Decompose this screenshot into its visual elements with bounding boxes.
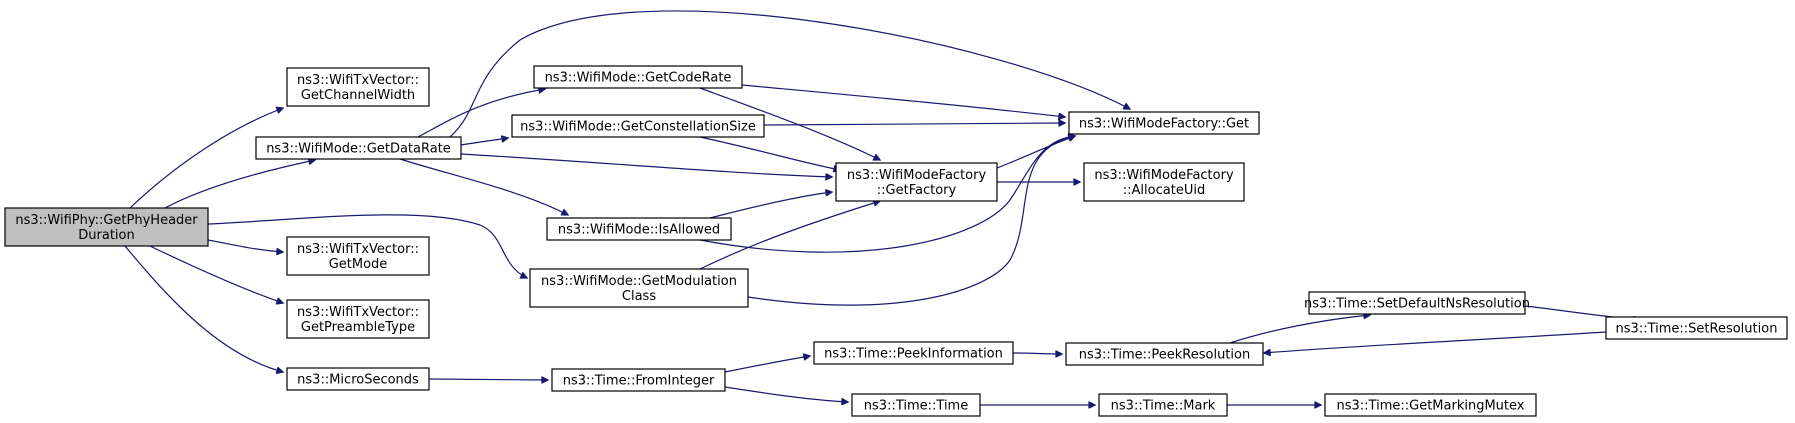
node-label: ::AllocateUid	[1123, 183, 1205, 198]
nodes-layer: ns3::WifiPhy::GetPhyHeaderDurationns3::W…	[4, 65, 1788, 417]
node-label: ns3::Time::PeekResolution	[1079, 348, 1250, 363]
node-box	[813, 341, 1014, 365]
node-box	[1324, 393, 1537, 417]
node-box	[4, 207, 209, 247]
node-getDataRate[interactable]: ns3::WifiMode::GetDataRate	[255, 136, 462, 160]
node-label: ns3::WifiModeFactory	[847, 168, 987, 183]
edge-getCodeRate-to-getFactory	[699, 87, 880, 160]
node-label: ns3::WifiPhy::GetPhyHeader	[15, 213, 198, 228]
edge-getCodeRate-to-factoryGet	[741, 84, 1065, 117]
node-label: GetPreambleType	[301, 320, 415, 335]
edge-getDataRate-to-isAllowed	[399, 158, 568, 215]
node-box	[533, 65, 743, 89]
node-label: ns3::WifiMode::GetCodeRate	[545, 71, 732, 86]
node-box	[511, 114, 765, 138]
edge-getModClass-to-getFactory	[699, 201, 880, 270]
node-box	[1098, 393, 1228, 417]
node-label: Duration	[78, 228, 134, 243]
node-label: ns3::WifiModeFactory::Get	[1079, 117, 1249, 132]
node-label: ns3::Time::SetResolution	[1616, 322, 1778, 337]
edge-microSeconds-to-fromInteger	[428, 379, 548, 380]
node-box	[255, 136, 462, 160]
node-label: ::GetFactory	[877, 183, 957, 198]
node-setDefaultNs[interactable]: ns3::Time::SetDefaultNsResolution	[1304, 291, 1530, 315]
node-label: ns3::WifiModeFactory	[1094, 168, 1234, 183]
edge-setRes-to-peekRes	[1264, 331, 1607, 353]
node-box	[286, 67, 430, 107]
node-label: ns3::WifiTxVector::	[297, 242, 419, 257]
node-setRes[interactable]: ns3::Time::SetResolution	[1605, 316, 1788, 340]
node-label: ns3::WifiTxVector::	[297, 305, 419, 320]
node-txPreamble[interactable]: ns3::WifiTxVector::GetPreambleType	[286, 299, 430, 339]
edge-peekInfo-to-peekRes	[1012, 353, 1062, 354]
node-box	[1605, 316, 1788, 340]
node-box	[1068, 111, 1260, 135]
node-box	[286, 236, 430, 276]
edge-root-to-getModClass	[207, 214, 527, 278]
node-box	[1308, 291, 1526, 315]
node-factoryGet[interactable]: ns3::WifiModeFactory::Get	[1068, 111, 1260, 135]
node-label: ns3::Time::Time	[864, 399, 968, 414]
node-label: GetMode	[329, 257, 388, 272]
node-label: ns3::MicroSeconds	[297, 373, 419, 388]
edge-isAllowed-to-getFactory	[709, 192, 832, 219]
node-txChanWidth[interactable]: ns3::WifiTxVector::GetChannelWidth	[286, 67, 430, 107]
node-box	[1083, 162, 1245, 202]
node-timeTime[interactable]: ns3::Time::Time	[851, 393, 981, 417]
edge-fromInteger-to-timeTime	[724, 386, 848, 402]
edge-fromInteger-to-peekInfo	[724, 356, 810, 373]
edge-root-to-txGetMode	[207, 239, 283, 252]
edge-root-to-txPreamble	[149, 245, 283, 303]
edge-getDataRate-to-getConstSize	[460, 138, 508, 146]
edge-getDataRate-to-getFactory	[460, 153, 832, 177]
edge-root-to-getDataRate	[164, 160, 315, 209]
node-peekRes[interactable]: ns3::Time::PeekResolution	[1065, 342, 1264, 366]
node-label: ns3::WifiMode::IsAllowed	[558, 223, 720, 238]
edge-root-to-txChanWidth	[129, 108, 283, 209]
edge-getFactory-to-factoryGet	[996, 136, 1075, 169]
node-box	[551, 368, 726, 392]
node-isAllowed[interactable]: ns3::WifiMode::IsAllowed	[546, 217, 732, 241]
node-label: ns3::WifiMode::GetDataRate	[266, 142, 451, 157]
edge-isAllowed-to-factoryGet	[699, 136, 1075, 253]
edge-root-to-microSeconds	[124, 245, 283, 372]
node-label: ns3::Time::PeekInformation	[824, 347, 1003, 362]
edges-layer	[124, 10, 1640, 405]
node-label: ns3::Time::Mark	[1111, 399, 1216, 414]
node-microSeconds[interactable]: ns3::MicroSeconds	[286, 367, 430, 391]
edge-peekRes-to-setDefaultNs	[1229, 315, 1370, 344]
node-box	[529, 268, 749, 308]
edge-getConstSize-to-getFactory	[699, 136, 840, 170]
node-label: ns3::WifiTxVector::	[297, 73, 419, 88]
node-label: ns3::Time::FromInteger	[563, 374, 715, 389]
node-box	[286, 299, 430, 339]
node-label: ns3::WifiMode::GetModulation	[541, 274, 737, 289]
node-label: ns3::WifiMode::GetConstellationSize	[520, 120, 756, 135]
node-txGetMode[interactable]: ns3::WifiTxVector::GetMode	[286, 236, 430, 276]
node-fromInteger[interactable]: ns3::Time::FromInteger	[551, 368, 726, 392]
node-getCodeRate[interactable]: ns3::WifiMode::GetCodeRate	[533, 65, 743, 89]
node-allocUid[interactable]: ns3::WifiModeFactory::AllocateUid	[1083, 162, 1245, 202]
node-markMutex[interactable]: ns3::Time::GetMarkingMutex	[1324, 393, 1537, 417]
node-getFactory[interactable]: ns3::WifiModeFactory::GetFactory	[835, 162, 998, 202]
node-box	[835, 162, 998, 202]
node-box	[546, 217, 732, 241]
node-getConstSize[interactable]: ns3::WifiMode::GetConstellationSize	[511, 114, 765, 138]
node-box	[1065, 342, 1264, 366]
node-box	[286, 367, 430, 391]
node-box	[851, 393, 981, 417]
node-label: GetChannelWidth	[301, 88, 415, 103]
edge-getModClass-to-factoryGet	[747, 136, 1075, 306]
edge-getDataRate-to-factoryGet	[449, 10, 1130, 138]
node-label: ns3::Time::GetMarkingMutex	[1337, 399, 1525, 414]
node-timeMark[interactable]: ns3::Time::Mark	[1098, 393, 1228, 417]
node-label: ns3::Time::SetDefaultNsResolution	[1304, 297, 1530, 312]
node-label: Class	[622, 289, 656, 304]
node-peekInfo[interactable]: ns3::Time::PeekInformation	[813, 341, 1014, 365]
edge-getConstSize-to-factoryGet	[763, 123, 1065, 125]
